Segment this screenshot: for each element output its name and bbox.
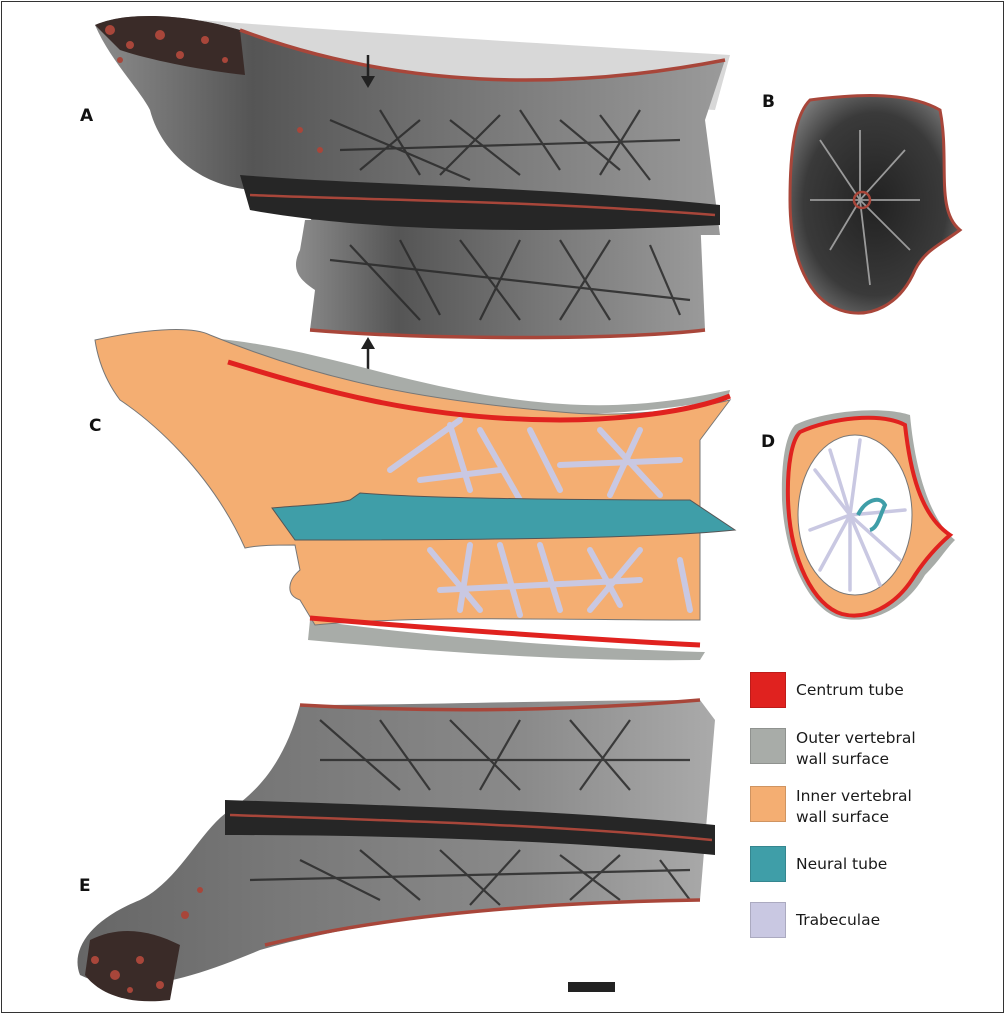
legend-item-outer-wall: Outer vertebral wall surface — [750, 728, 936, 770]
scale-bar — [568, 982, 615, 992]
up-arrow-icon — [361, 337, 375, 370]
panel-b-specimen — [790, 96, 960, 314]
legend-label: Inner vertebral wall surface — [796, 786, 936, 828]
legend-item-inner-wall: Inner vertebral wall surface — [750, 786, 936, 828]
legend-swatch — [750, 902, 786, 938]
legend-swatch — [750, 728, 786, 764]
legend-swatch — [750, 672, 786, 708]
legend-label: Outer vertebral wall surface — [796, 728, 936, 770]
panel-label-e: E — [79, 876, 91, 896]
legend-label: Neural tube — [796, 854, 986, 875]
panel-c-schematic — [95, 330, 735, 661]
legend-label: Trabeculae — [796, 910, 986, 931]
panel-label-b: B — [762, 92, 775, 112]
legend-swatch — [750, 786, 786, 822]
panel-label-d: D — [761, 432, 775, 452]
panel-label-c: C — [89, 416, 101, 436]
legend-item-trabeculae: Trabeculae — [750, 902, 986, 938]
legend-item-neural-tube: Neural tube — [750, 846, 986, 882]
legend-label: Centrum tube — [796, 680, 986, 701]
panel-a-specimen — [95, 16, 730, 338]
panel-e-specimen — [78, 700, 716, 1001]
panel-label-a: A — [80, 106, 93, 126]
panel-d-schematic — [782, 410, 955, 619]
legend-item-centrum-tube: Centrum tube — [750, 672, 986, 708]
legend-swatch — [750, 846, 786, 882]
